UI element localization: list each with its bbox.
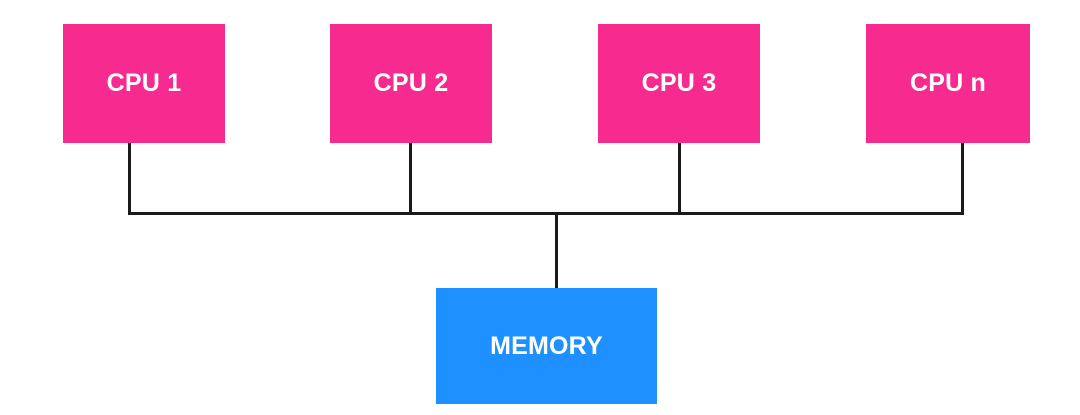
memory-node[interactable]: MEMORY <box>436 288 657 404</box>
cpu-3-label: CPU 3 <box>641 69 717 97</box>
system-bus-line <box>128 212 964 215</box>
connector-cpu-1-to-bus <box>128 143 131 215</box>
cpu-n-node[interactable]: CPU n <box>866 24 1030 143</box>
cpu-2-label: CPU 2 <box>373 69 449 97</box>
connector-cpu-2-to-bus <box>409 143 412 215</box>
cpu-2-node[interactable]: CPU 2 <box>330 24 492 143</box>
cpu-1-node[interactable]: CPU 1 <box>63 24 225 143</box>
cpu-3-node[interactable]: CPU 3 <box>598 24 760 143</box>
connector-cpu-3-to-bus <box>678 143 681 215</box>
memory-label: MEMORY <box>490 331 603 360</box>
cpu-1-label: CPU 1 <box>106 69 182 97</box>
connector-bus-to-memory <box>555 212 558 288</box>
connector-cpu-n-to-bus <box>961 143 964 215</box>
cpu-n-label: CPU n <box>910 69 986 97</box>
